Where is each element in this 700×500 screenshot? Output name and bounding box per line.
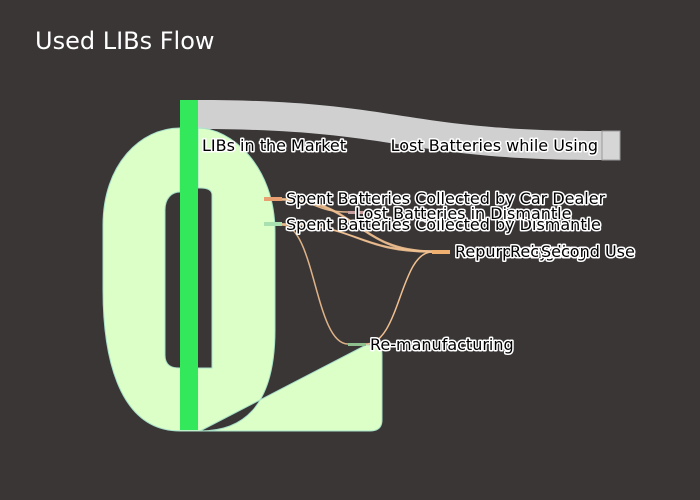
node-label-remanufacturing: Re-manufacturing xyxy=(370,335,514,354)
node-label-recycling: Recycling xyxy=(510,242,587,261)
node-label-market: LIBs in the Market xyxy=(202,136,346,155)
node-lost_dismantle[interactable] xyxy=(348,211,366,214)
link-market-to-lost_use[interactable] xyxy=(198,100,602,160)
node-dealer[interactable] xyxy=(264,197,282,201)
link-remanufacturing-connector xyxy=(365,251,433,345)
node-label-lost_dismantle: Lost Batteries in Dismantle xyxy=(355,204,571,223)
link-dismantle-to-remanufacturing[interactable] xyxy=(281,224,349,345)
node-market[interactable] xyxy=(180,100,198,430)
link-dealer-to-repurposing[interactable] xyxy=(281,198,433,252)
node-label-lost_use: Lost Batteries while Using xyxy=(391,136,598,155)
links-group xyxy=(102,100,602,432)
node-label-dealer: Spent Batteries Collected by Car Dealer xyxy=(286,189,606,208)
node-label-reuse: Second Use xyxy=(541,242,635,261)
node-dismantle[interactable] xyxy=(264,222,282,226)
link-dismantle-to-recycling[interactable] xyxy=(281,223,433,253)
labels-group: LIBs in the Market Lost Batteries while U… xyxy=(201,135,637,356)
node-label-repurposing: Repurposing xyxy=(455,242,555,261)
node-label-dismantle: Spent Batteries Collected by Dismantle xyxy=(286,215,601,234)
node-recycling[interactable] xyxy=(432,251,450,254)
link-remanufacturing-to-market[interactable] xyxy=(102,127,383,432)
node-reuse[interactable] xyxy=(516,251,534,252)
node-lost_use[interactable] xyxy=(601,130,621,161)
node-remanufacturing[interactable] xyxy=(348,343,366,346)
nodes-group xyxy=(180,100,621,430)
chart-title: Used LIBs Flow xyxy=(35,27,215,55)
